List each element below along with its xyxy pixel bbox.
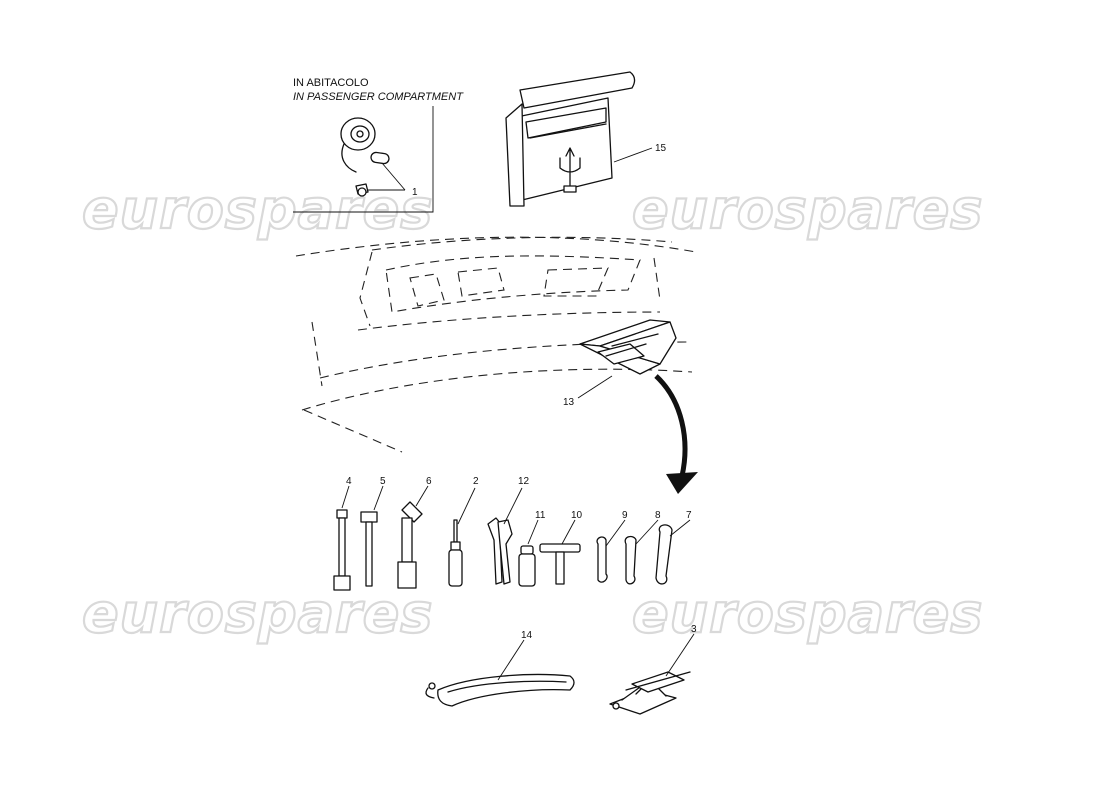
inset-subtitle: IN PASSENGER COMPARTMENT [293,91,464,103]
callout-12: 12 [518,476,530,487]
callout-2: 2 [473,476,479,487]
part-14-jack-handle [425,673,575,707]
leader-15 [613,147,653,163]
leader-13 [577,375,613,399]
part-10-t-wrench [539,543,581,585]
leader-11 [527,519,539,545]
callout-4: 4 [346,476,352,487]
part-5-tommy-bar [360,511,378,587]
part-13-tool-tray [579,319,677,375]
watermark-bottom-right: eurospares [632,582,983,645]
callout-1: 1 [412,187,418,198]
part-6-wheel-brace [397,501,423,589]
leader-9 [605,519,626,547]
part-8-spanner [624,535,637,585]
leader-7 [669,519,691,537]
part-9-spanner [596,536,608,583]
callout-13: 13 [563,397,575,408]
tools-row: 4 5 6 2 12 [333,476,692,591]
leader-6 [415,485,429,507]
callout-5: 5 [380,476,386,487]
callout-6: 6 [426,476,432,487]
callout-3: 3 [691,624,697,635]
leader-14 [497,639,525,681]
inset-passenger-compartment: IN ABITACOLO IN PASSENGER COMPARTMENT 1 [293,77,464,213]
callout-11: 11 [535,510,546,521]
callout-14: 14 [521,630,533,641]
callout-15: 15 [655,143,667,154]
leader-1a [381,162,406,191]
part-2-screwdriver [448,519,463,587]
watermark-top-left: eurospares [82,178,433,241]
leader-12 [503,487,523,525]
part-7-spanner [655,524,673,585]
callout-8: 8 [655,510,661,521]
watermark-top-right: eurospares [632,178,983,241]
part-12-pliers [487,517,513,585]
part-1-lamp-assembly [340,117,390,197]
leader-2 [457,487,476,525]
callout-7: 7 [686,510,692,521]
inset-title: IN ABITACOLO [293,77,369,89]
leader-5 [373,485,384,511]
part-15-document-wallet [505,71,636,207]
leader-10 [561,519,576,545]
leader-3 [665,633,695,677]
inset-bracket [293,106,434,213]
part-11-spare-fuse-tube [518,545,536,587]
part-4-socket-bar [333,509,351,591]
callout-9: 9 [622,510,628,521]
watermarks: eurospares eurospares eurospares eurospa… [81,177,984,646]
watermark-bottom-left: eurospares [82,582,433,645]
arrow-indicator [654,374,698,494]
callout-10: 10 [571,510,583,521]
leader-8 [635,519,659,545]
leader-4 [341,485,350,509]
part-3-scissor-jack [609,671,691,715]
